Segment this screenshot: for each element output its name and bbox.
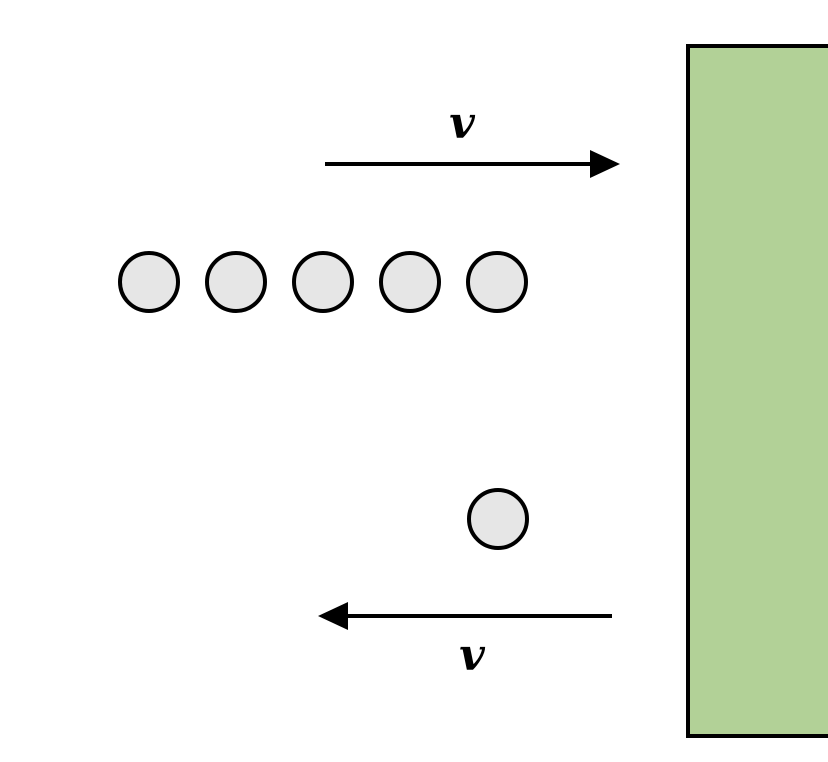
outgoing-balls [467,488,529,550]
incoming-ball [466,251,528,313]
outgoing-velocity-label: v [459,630,485,681]
incoming-balls [118,251,528,313]
incoming-ball [379,251,441,313]
incoming-velocity-arrow [325,150,620,178]
incoming-ball [118,251,180,313]
wall [686,44,828,738]
outgoing-velocity-arrow [318,602,612,630]
outgoing-ball [467,488,529,550]
incoming-ball [205,251,267,313]
incoming-velocity-label: v [449,98,475,149]
incoming-ball [292,251,354,313]
